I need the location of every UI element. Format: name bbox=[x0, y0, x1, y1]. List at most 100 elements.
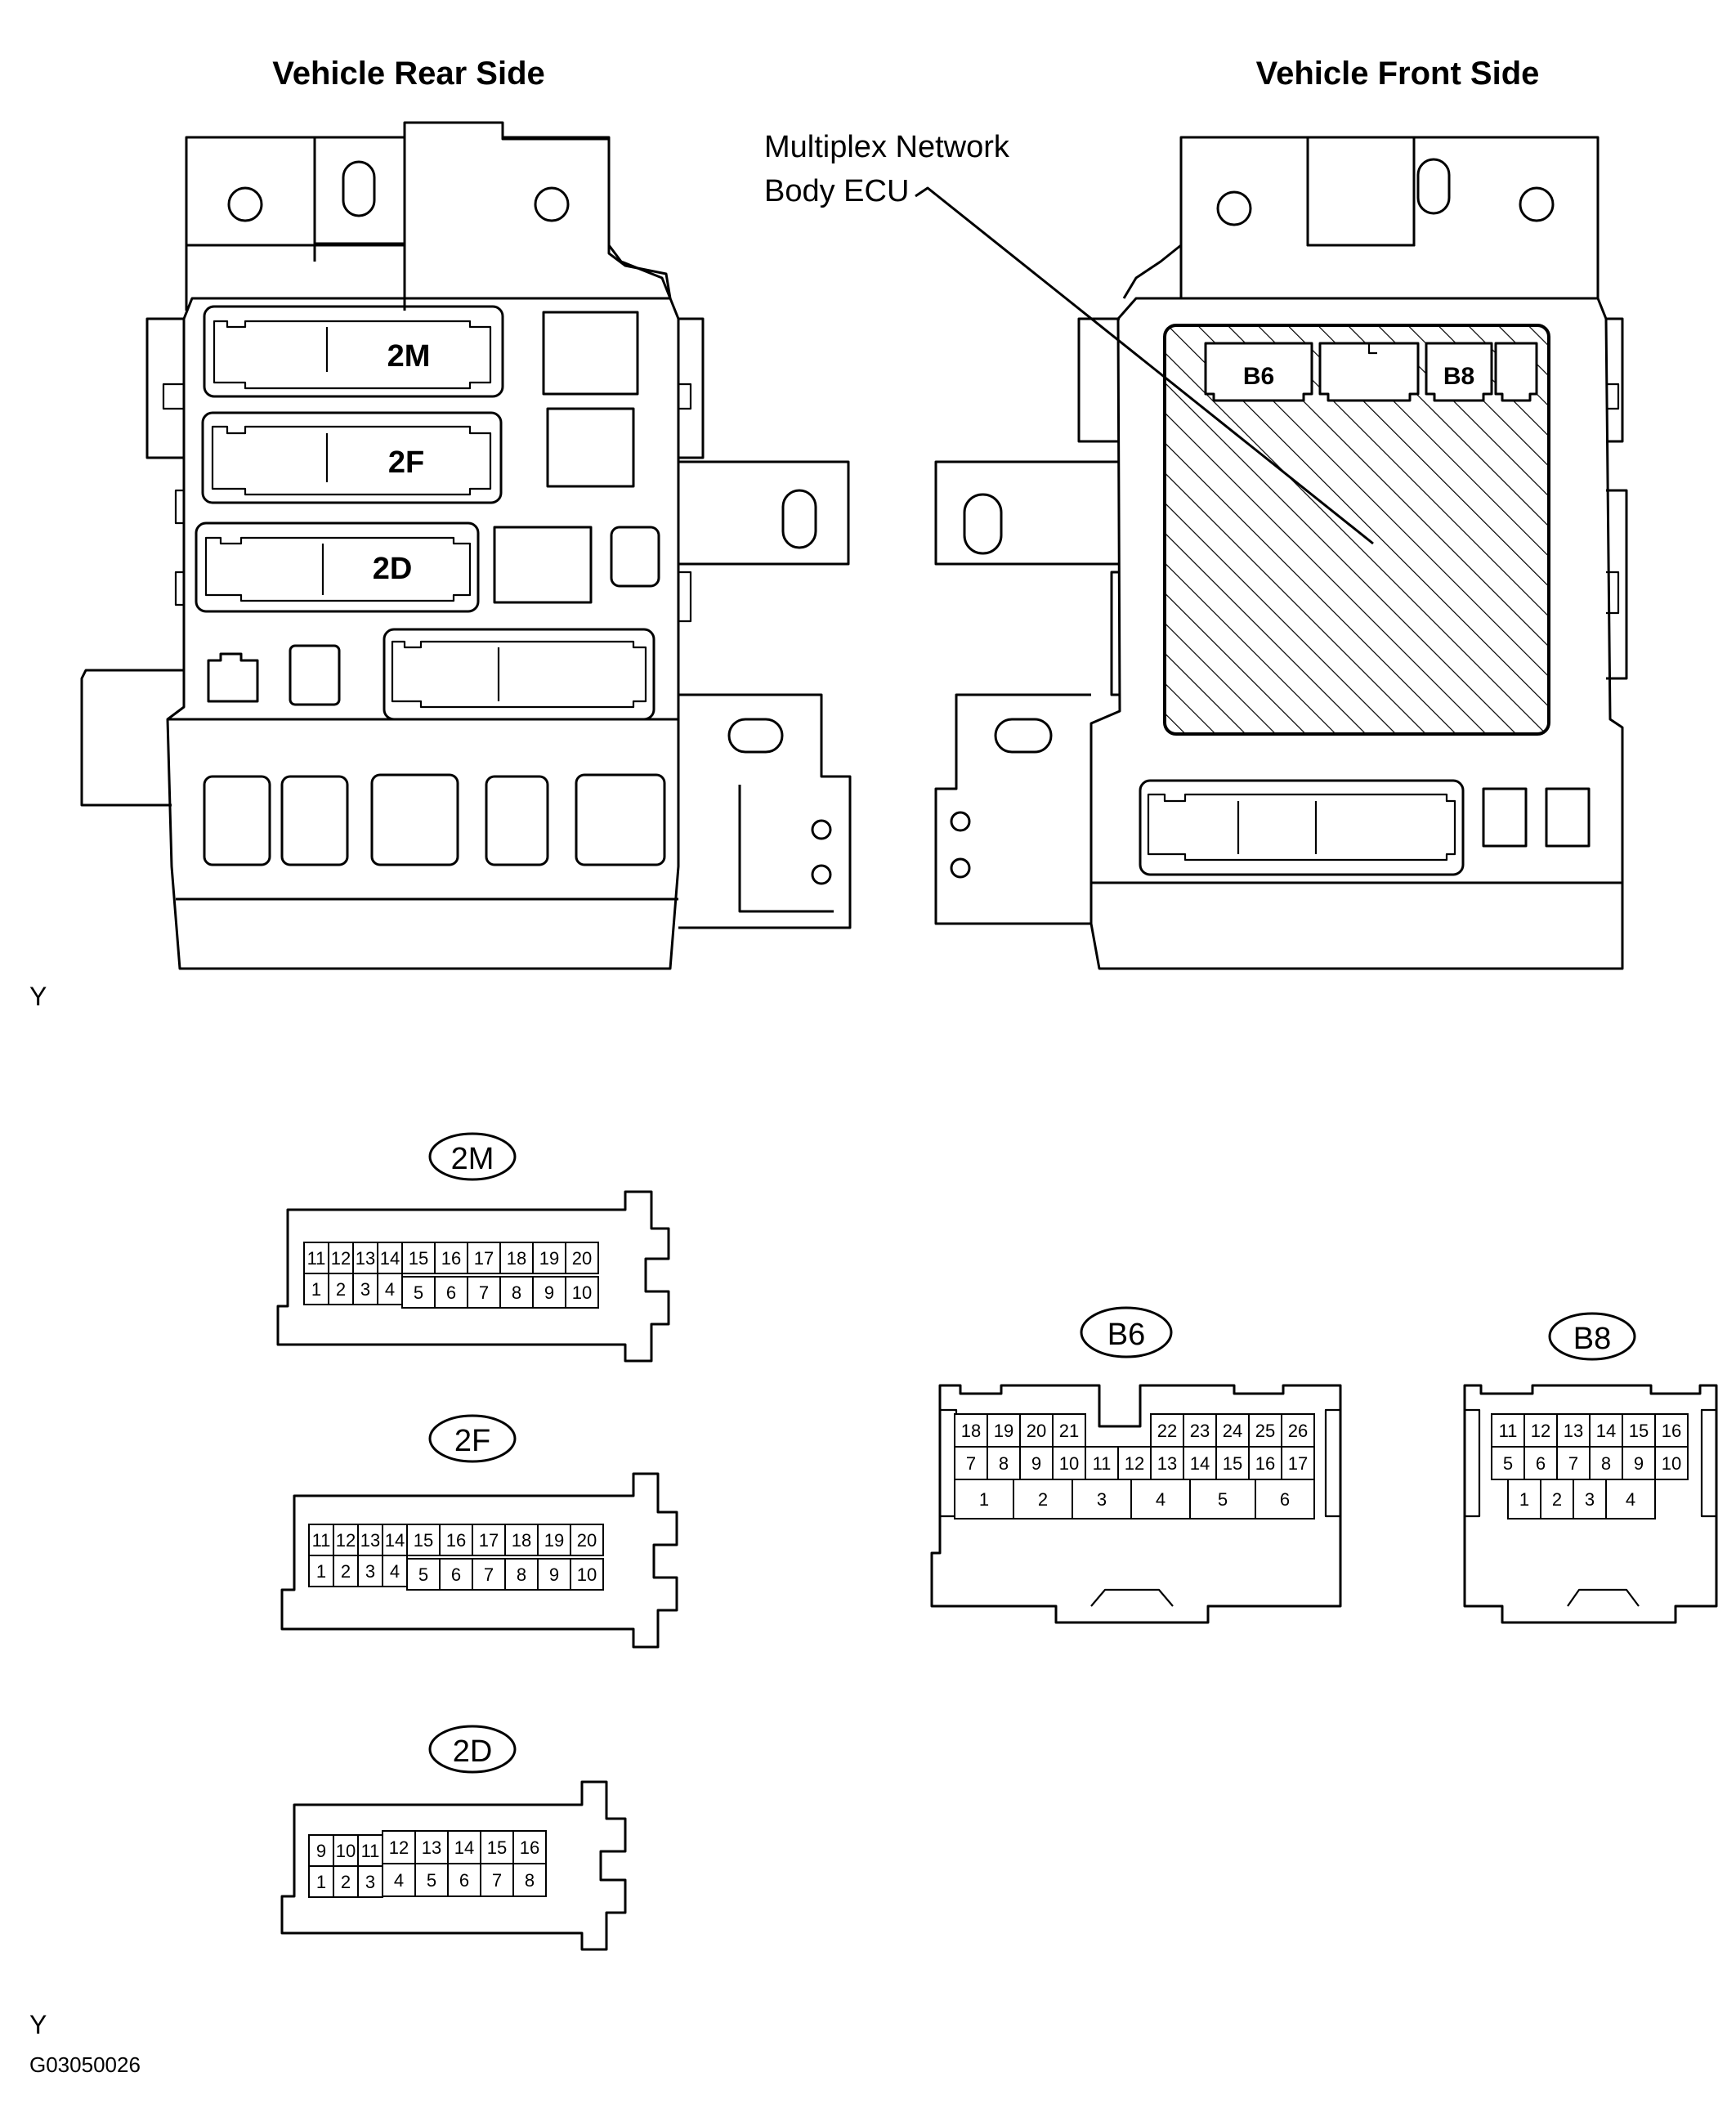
pinout-2f-cell bbox=[308, 1524, 334, 1556]
pinout-2m-pin-number: 19 bbox=[539, 1248, 559, 1269]
pinout-b6-pin-number: 14 bbox=[1190, 1453, 1210, 1474]
pinout-b8-pin-number: 5 bbox=[1503, 1453, 1513, 1474]
pinout-b6-cell bbox=[987, 1413, 1021, 1448]
pinout-b8-pin-number: 9 bbox=[1634, 1453, 1644, 1474]
pinout-b8-cell bbox=[1605, 1479, 1656, 1519]
pinout-2m-cell bbox=[303, 1273, 329, 1305]
pinout-b6-pin-number: 12 bbox=[1125, 1453, 1144, 1474]
pinout-b8-cell bbox=[1556, 1446, 1591, 1480]
heading-vehicle-rear-side: Vehicle Rear Side bbox=[272, 56, 545, 92]
pinout-b8-cell bbox=[1540, 1479, 1574, 1519]
pinout-2d-cell bbox=[382, 1863, 416, 1897]
pinout-2d-pin-number: 15 bbox=[487, 1837, 507, 1858]
pinout-2f-pin-number: 20 bbox=[577, 1530, 597, 1551]
pinout-b8-cell bbox=[1491, 1413, 1525, 1448]
pinout-2f-pin-number: 5 bbox=[418, 1564, 428, 1585]
pinout-2f-label: 2F bbox=[454, 1424, 490, 1458]
pinout-2d-cell bbox=[512, 1830, 547, 1864]
pinout-2f-pin-number: 11 bbox=[312, 1530, 331, 1551]
pinout-2f-cell bbox=[472, 1524, 506, 1556]
pinout-2f-pin-number: 6 bbox=[451, 1564, 461, 1585]
pinout-b6-cell bbox=[1248, 1446, 1282, 1480]
pinout-2d-pin-number: 6 bbox=[459, 1870, 469, 1891]
connector-b8-label: B8 bbox=[1443, 363, 1474, 390]
pinout-2m-pin-number: 1 bbox=[311, 1279, 321, 1300]
pinout-2f-pin-number: 7 bbox=[484, 1564, 494, 1585]
pinout-b6-pin-number: 6 bbox=[1280, 1489, 1290, 1510]
heading-vehicle-front-side: Vehicle Front Side bbox=[1256, 56, 1540, 92]
pinout-b6-cell bbox=[1130, 1479, 1191, 1519]
pinout-2m-pin-number: 3 bbox=[360, 1279, 370, 1300]
pinout-b6-pin-number: 18 bbox=[961, 1421, 981, 1441]
pinout-2d-cell bbox=[480, 1863, 514, 1897]
pinout-2d-cell bbox=[447, 1863, 481, 1897]
pinout-2f-pin-number: 4 bbox=[390, 1561, 400, 1582]
pinout-b6-pin-number: 1 bbox=[979, 1489, 989, 1510]
connector-2f-label: 2F bbox=[388, 445, 424, 480]
pinout-b8-pin-number: 2 bbox=[1552, 1489, 1562, 1510]
pinout-2f-cell bbox=[570, 1524, 604, 1556]
pinout-b6-pin-number: 25 bbox=[1255, 1421, 1275, 1441]
marker-y-top: Y bbox=[29, 982, 47, 1011]
pinout-2d-pin-number: 14 bbox=[454, 1837, 474, 1858]
pinout-b8-pin-number: 15 bbox=[1629, 1421, 1649, 1441]
pinout-2m-cell bbox=[467, 1242, 501, 1274]
pinout-2m-cell bbox=[377, 1273, 403, 1305]
ecu-label-line2: Body ECU bbox=[764, 174, 909, 208]
pinout-b6-cell bbox=[1150, 1446, 1184, 1480]
pinout-2d-pin-number: 13 bbox=[422, 1837, 441, 1858]
pinout-2m-cell bbox=[565, 1242, 599, 1274]
pinout-2d-pin-number: 4 bbox=[394, 1870, 404, 1891]
pinout-2m-pin-number: 5 bbox=[414, 1282, 423, 1303]
ecu-label-line1: Multiplex Network bbox=[764, 130, 1010, 164]
pinout-2f-pin-number: 17 bbox=[479, 1530, 499, 1551]
pinout-2d-pin-number: 12 bbox=[389, 1837, 409, 1858]
pinout-2f-pin-number: 9 bbox=[549, 1564, 559, 1585]
pinout-b6-pin-number: 26 bbox=[1288, 1421, 1308, 1441]
pinout-b6-pin-number: 10 bbox=[1059, 1453, 1079, 1474]
pinout-2m-pin-number: 10 bbox=[572, 1282, 592, 1303]
pinout-2d-cell bbox=[333, 1834, 359, 1867]
pinout-b6-pin-number: 2 bbox=[1038, 1489, 1048, 1510]
pinout-b8-pin-number: 7 bbox=[1568, 1453, 1578, 1474]
pinout-2m-label: 2M bbox=[451, 1142, 494, 1176]
pinout-b8-pin-number: 1 bbox=[1519, 1489, 1529, 1510]
pinout-2m-cell bbox=[532, 1276, 566, 1309]
pinout-2m-pin-number: 6 bbox=[446, 1282, 456, 1303]
pinout-b6-pin-number: 4 bbox=[1156, 1489, 1166, 1510]
pinout-b6-cell bbox=[1052, 1413, 1086, 1448]
pinout-b6-pin-number: 9 bbox=[1031, 1453, 1041, 1474]
pinout-2d-pin-number: 10 bbox=[336, 1841, 356, 1861]
pinout-2f-pin-number: 10 bbox=[577, 1564, 597, 1585]
pinout-2m-pin-number: 16 bbox=[441, 1248, 461, 1269]
pinout-2f-pin-number: 14 bbox=[385, 1530, 405, 1551]
pinout-b6-pin-number: 19 bbox=[994, 1421, 1013, 1441]
pinout-2f-pin-number: 12 bbox=[336, 1530, 356, 1551]
pinout-2m-cell bbox=[434, 1276, 468, 1309]
pinout-b6-cell bbox=[1183, 1446, 1217, 1480]
pinout-2m-cell bbox=[499, 1242, 534, 1274]
pinout-2f-cell bbox=[308, 1555, 334, 1587]
body-ecu-front-view: B6 B8 bbox=[934, 136, 1628, 970]
pinout-b8-pin-number: 3 bbox=[1585, 1489, 1595, 1510]
pinout-b8-pin-number: 16 bbox=[1662, 1421, 1681, 1441]
pinout-2f-pin-number: 19 bbox=[544, 1530, 564, 1551]
pinout-b6-pin-number: 3 bbox=[1097, 1489, 1107, 1510]
pinout-2f-cell bbox=[570, 1558, 604, 1591]
pinout-2m-cell bbox=[303, 1242, 329, 1274]
pinout-b6-cell bbox=[1281, 1446, 1315, 1480]
connector-b6-label: B6 bbox=[1243, 363, 1274, 390]
pinout-2m-pin-number: 8 bbox=[512, 1282, 521, 1303]
pinout-2f-cell bbox=[382, 1555, 408, 1587]
pinout-b6-cell bbox=[1052, 1446, 1086, 1480]
pinout-b8-cell bbox=[1507, 1479, 1541, 1519]
pinout-2d-pin-number: 16 bbox=[520, 1837, 539, 1858]
pinout-b6-pin-number: 16 bbox=[1255, 1453, 1275, 1474]
pinout-b6-cell bbox=[1013, 1479, 1073, 1519]
pinout-2m-pin-number: 12 bbox=[331, 1248, 351, 1269]
pinout-2d-label: 2D bbox=[453, 1734, 493, 1769]
pinout-2d-cell bbox=[382, 1830, 416, 1864]
